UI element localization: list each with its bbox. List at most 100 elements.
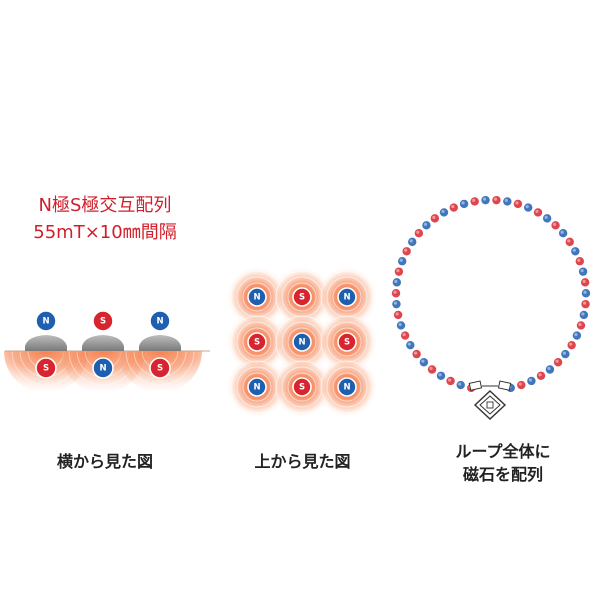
magnet-pole-label: S [157,364,163,374]
top-grid-cell: N [317,267,377,327]
necklace-bead [581,299,590,309]
magnet-disc [92,310,114,332]
side-top-magnet: S [92,310,114,332]
magnet-disc [149,310,171,332]
top-grid-magnet: S [292,287,312,307]
necklace-bead [392,278,402,287]
field-ring [242,327,272,357]
necklace-bead [558,228,568,238]
magnet-pole-label: N [253,383,260,393]
necklace-bead [402,247,411,256]
magnet-disc [337,377,357,397]
magnet-disc [247,377,267,397]
necklace-bead [551,221,560,230]
necklace-bead [580,278,590,287]
necklace-bead [572,331,582,340]
magnet-disc [35,310,57,332]
necklace-bead [481,195,490,205]
magnet-pole-label: N [343,293,350,303]
magnet-pole-label: S [254,338,260,348]
top-grid-cell: S [317,312,377,372]
magnet-pole-label: S [299,383,305,393]
necklace-bead [536,371,546,380]
field-ring [287,372,317,402]
necklace-bead [545,365,555,374]
top-grid-magnet: N [292,332,312,352]
magnet-disc [149,357,171,379]
field-ring [332,327,362,357]
top-view-caption: 上から見た図 [254,452,351,471]
top-grid-cell: N [317,357,377,417]
side-bottom-magnet: N [92,357,114,379]
magnet-disc [292,332,312,352]
magnet-disc [292,377,312,397]
field-ring [332,282,362,312]
necklace-bead [439,208,449,217]
necklace-bead [571,247,580,256]
side-view-caption: 横から見た図 [56,452,153,471]
necklace-bead [408,237,417,247]
magnet-disc [337,332,357,352]
necklace-bead [542,214,552,223]
bead-cap [82,335,124,351]
loop-view-caption-line-1: ループ全体に [455,442,551,461]
necklace-bead [400,331,410,340]
necklace-bead [561,349,570,359]
necklace-bead [513,199,523,209]
necklace-bead [430,214,440,223]
loop-view-caption-line-2: 磁石を配列 [462,465,543,484]
top-grid-cell: N [227,267,287,327]
bead-cap [139,335,181,351]
top-grid-magnet: N [247,287,267,307]
loop-view-caption: ループ全体に 磁石を配列 [418,440,588,486]
top-grid-magnet: S [247,332,267,352]
field-ring [287,327,317,357]
necklace-bead [517,380,526,390]
necklace-bead [396,321,406,330]
magnet-disc [337,287,357,307]
field-ring [287,282,317,312]
necklace-bead [579,310,589,320]
field-ring [326,366,368,408]
necklace-bead [567,340,576,350]
necklace-bead [449,203,458,212]
magnet-disc [247,332,267,352]
necklace-bead [394,267,404,276]
necklace-bead [398,257,407,266]
magnet-disc [35,357,57,379]
necklace-bead [576,321,586,330]
magnet-pole-label: N [99,364,106,374]
headline-line-1: N極S極交互配列 [38,195,172,216]
necklace-bead [391,289,401,298]
necklace-bead [419,358,429,367]
necklace-bead [565,237,574,247]
field-ring [242,282,272,312]
magnet-pole-label: N [42,317,49,327]
top-grid-magnet: N [247,377,267,397]
top-grid-magnet: S [337,332,357,352]
magnet-pole-label: N [343,383,350,393]
necklace-bead [427,365,437,374]
necklace-bead [578,267,588,276]
magnet-pole-label: S [100,317,106,327]
necklace-bead [524,203,533,212]
loop-view-diagram [391,195,591,420]
field-ring [320,360,374,414]
side-top-magnet: N [149,310,171,332]
necklace-bead [436,371,446,380]
necklace-bead [393,310,403,320]
necklace-bead [527,376,536,386]
necklace-bead [553,358,563,367]
top-grid-magnet: N [337,377,357,397]
magnet-disc [247,287,267,307]
field-ring [242,372,272,402]
side-view-diagram: N S N S N S [4,310,210,393]
bead-cap [25,335,67,351]
headline-line-2: 55mT×10㎜間隔 [33,222,177,243]
necklace-bead [533,208,543,217]
necklace-bead [456,380,465,390]
magnet-pole-label: N [253,293,260,303]
side-bottom-magnet: S [35,357,57,379]
headline: N極S極交互配列 55mT×10㎜間隔 [0,192,210,246]
necklace-bead [414,228,424,238]
